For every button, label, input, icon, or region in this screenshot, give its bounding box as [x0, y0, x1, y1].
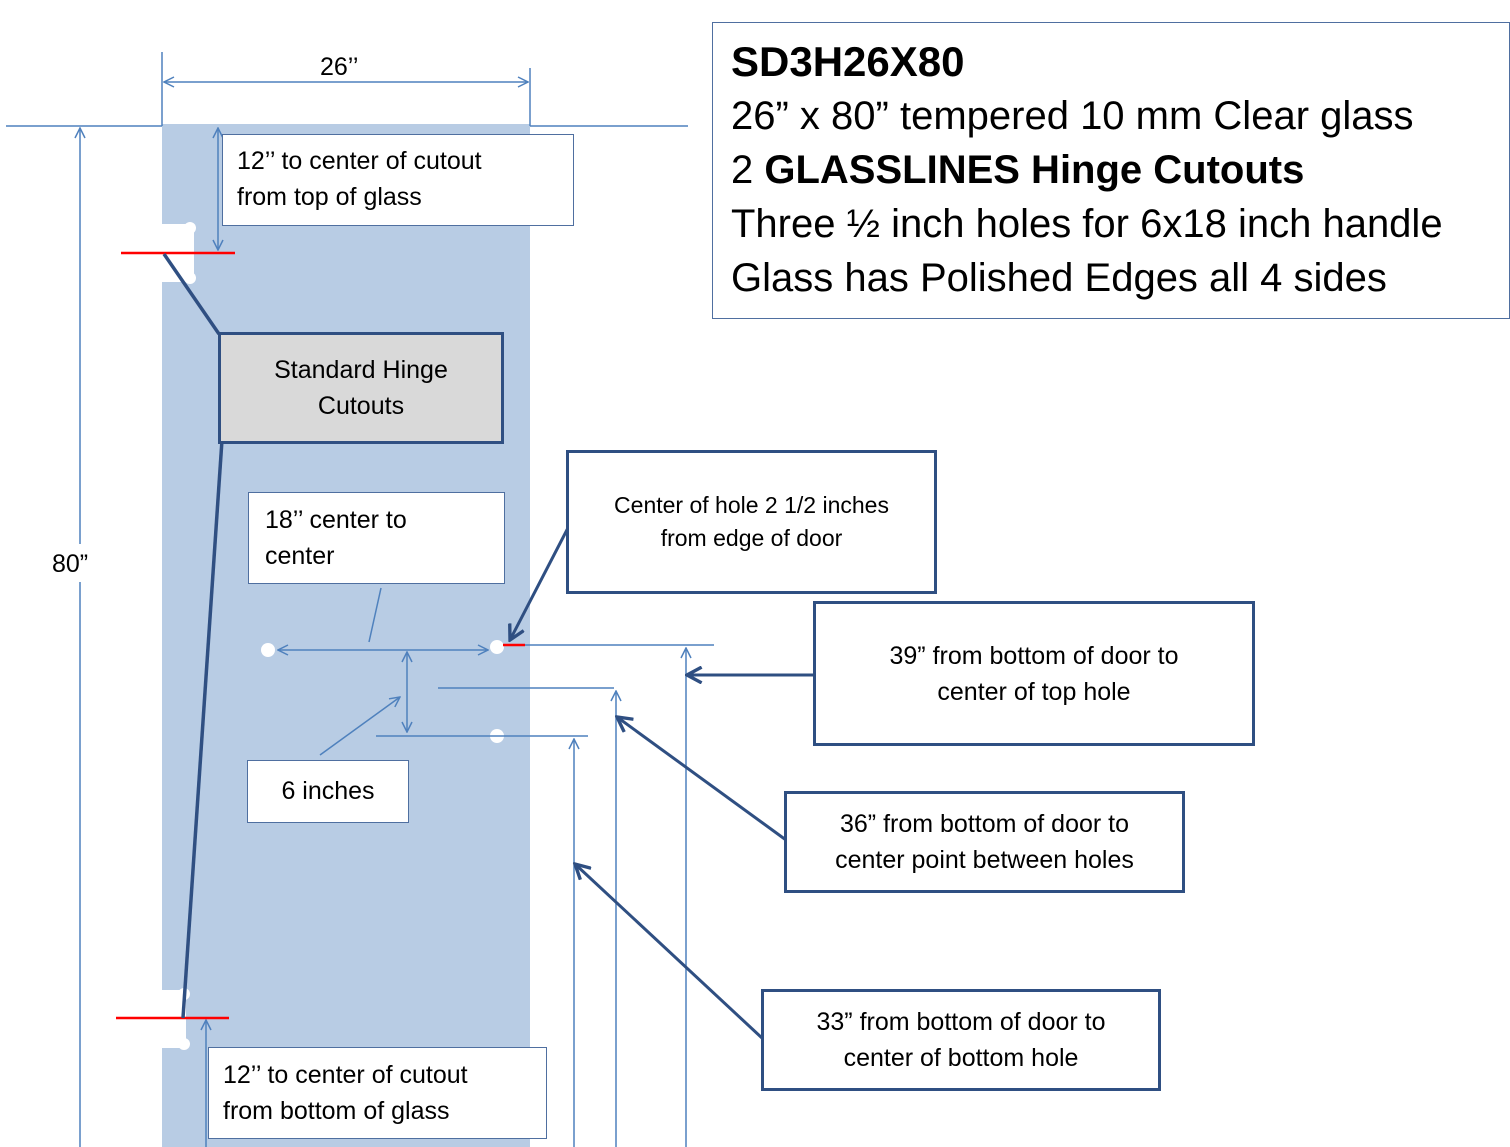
- bottom-cutout-callout: 12’’ to center of cutout from bottom of …: [208, 1047, 547, 1139]
- width-label: 26’’: [320, 53, 359, 81]
- bottom-hole-height-callout: 33” from bottom of door to center of bot…: [761, 989, 1161, 1091]
- spec-line-edges: Glass has Polished Edges all 4 sides: [731, 256, 1387, 300]
- height-label: 80”: [52, 546, 89, 582]
- spec-box: SD3H26X80 26” x 80” tempered 10 mm Clear…: [712, 22, 1510, 319]
- hole-edge-callout: Center of hole 2 1/2 inches from edge of…: [566, 450, 937, 594]
- spec-line-hinges: 2 GLASSLINES Hinge Cutouts: [731, 148, 1305, 192]
- top-hole-height-callout: 39” from bottom of door to center of top…: [813, 601, 1255, 746]
- hinge-connector-bottom: [181, 439, 224, 1019]
- top-cutout-callout: 12’’ to center of cutout from top of gla…: [222, 134, 574, 226]
- pointer-bottom-hole: [575, 864, 764, 1040]
- handle-hole-top: [490, 640, 504, 654]
- glass-panel: [162, 124, 530, 1147]
- mid-point-height-callout: 36” from bottom of door to center point …: [784, 791, 1185, 893]
- spec-title: SD3H26X80: [731, 38, 965, 85]
- spec-line-glass: 26” x 80” tempered 10 mm Clear glass: [731, 94, 1414, 138]
- six-inches-callout: 6 inches: [247, 760, 409, 823]
- handle-hole-left: [261, 643, 275, 657]
- pointer-mid-point: [617, 717, 787, 842]
- standard-hinge-callout: Standard Hinge Cutouts: [218, 332, 504, 444]
- spec-line-holes: Three ½ inch holes for 6x18 inch handle: [731, 202, 1443, 246]
- center-to-center-callout: 18’’ center to center: [248, 492, 505, 584]
- pointer-hole-edge: [510, 523, 572, 640]
- hinge-connector-top: [162, 253, 221, 335]
